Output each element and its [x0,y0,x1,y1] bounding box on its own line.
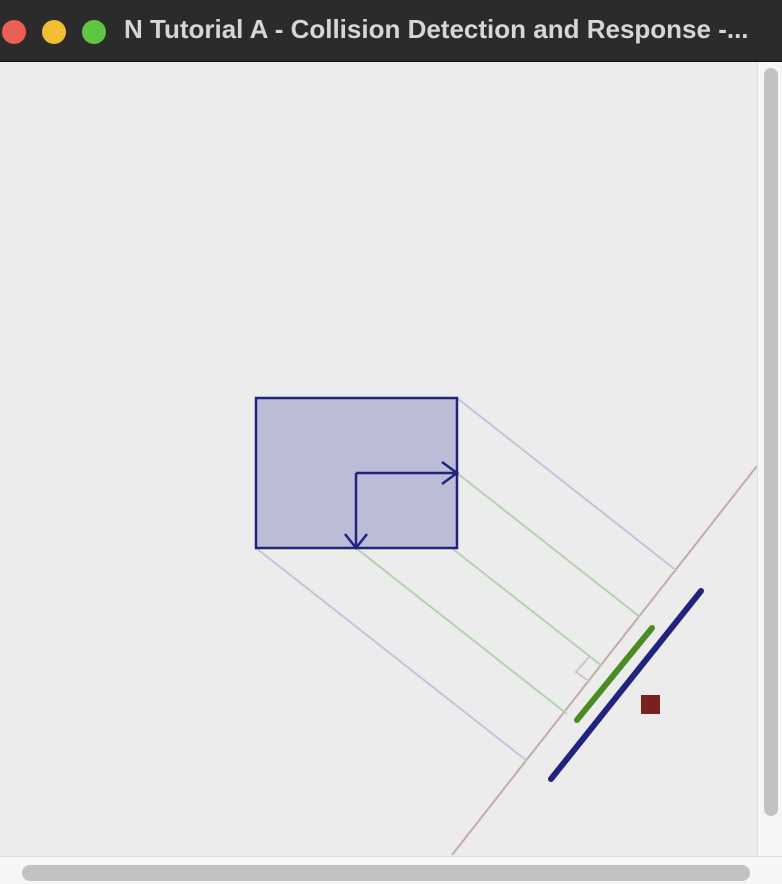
window-title: N Tutorial A - Collision Detection and R… [124,14,749,44]
projection-axis-line [451,465,757,856]
projection-line-x-arrow [456,472,641,618]
vertical-scrollbar[interactable] [757,62,782,856]
collision-scene [254,396,757,856]
maximize-icon[interactable] [82,20,106,44]
close-icon[interactable] [2,20,26,44]
box-y-axis-arrowhead [344,533,368,551]
projection-line-y-arrow [355,547,568,715]
test-point-handle[interactable] [641,695,660,714]
window-titlebar: N Tutorial A - Collision Detection and R… [0,0,782,62]
projected-interval-blue [548,588,704,782]
box-x-axis-arrowhead [441,460,460,486]
horizontal-scroll-thumb[interactable] [22,865,750,881]
vertical-scroll-thumb[interactable] [764,68,778,816]
demo-canvas[interactable] [0,62,757,856]
horizontal-scrollbar[interactable] [0,856,782,884]
right-angle-marker [574,656,591,683]
minimize-icon[interactable] [42,20,66,44]
projected-interval-green [574,625,655,723]
projection-line-bottom-left [255,547,528,762]
projection-line-top-right [456,397,678,572]
